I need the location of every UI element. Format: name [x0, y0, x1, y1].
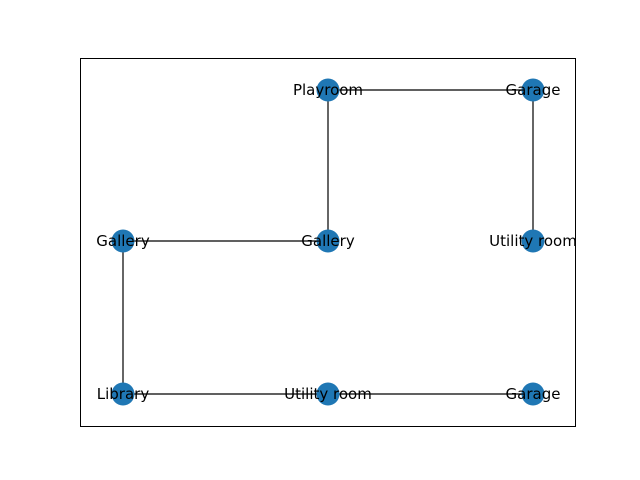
- node-label: Utility room: [489, 232, 577, 250]
- node-label: Garage: [506, 81, 561, 99]
- node-label: Gallery: [96, 232, 150, 250]
- plot-frame: [80, 58, 576, 427]
- edges-layer: [122, 89, 534, 395]
- graph-node: [111, 229, 135, 253]
- graph-node: [111, 382, 135, 406]
- graph-node: [521, 382, 545, 406]
- graph-node: [316, 382, 340, 406]
- graph-node: [521, 78, 545, 102]
- graph-node: [316, 78, 340, 102]
- node-label: Playroom: [293, 81, 363, 99]
- node-label: Utility room: [284, 385, 372, 403]
- node-label: Gallery: [301, 232, 355, 250]
- graph-node: [316, 229, 340, 253]
- graph-node: [521, 229, 545, 253]
- node-label: Garage: [506, 385, 561, 403]
- nodes-layer: [111, 78, 545, 406]
- node-label: Library: [97, 385, 150, 403]
